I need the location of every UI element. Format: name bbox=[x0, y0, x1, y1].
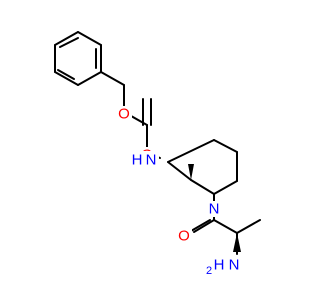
bond bbox=[236, 219, 261, 234]
nitrogen-label: N bbox=[146, 152, 157, 169]
label-background bbox=[212, 256, 250, 274]
nitrogen-label: N bbox=[229, 257, 240, 274]
bond bbox=[190, 219, 211, 232]
bond bbox=[213, 139, 238, 153]
label-background bbox=[116, 106, 132, 122]
subscript-label: 2 bbox=[206, 265, 212, 277]
structure-diagram: O O N H N O H N 2 bbox=[54, 31, 261, 277]
nitrogen-label: N bbox=[209, 201, 220, 218]
bonds bbox=[54, 31, 261, 255]
oxygen-label: O bbox=[178, 228, 190, 245]
bond bbox=[77, 31, 102, 46]
stereo-wedge bbox=[188, 164, 194, 180]
stereo-wedge bbox=[233, 233, 241, 252]
bond bbox=[213, 219, 238, 234]
oxygen-label: O bbox=[118, 106, 130, 123]
bond bbox=[77, 71, 102, 86]
bond bbox=[167, 161, 192, 181]
bond bbox=[59, 37, 79, 48]
bond bbox=[193, 219, 215, 233]
label-background bbox=[139, 151, 159, 169]
bond bbox=[54, 71, 79, 86]
bond bbox=[167, 139, 215, 163]
molecule-drawing: O O N H N O H N 2 bbox=[54, 31, 261, 277]
bond bbox=[54, 31, 79, 46]
bond bbox=[57, 69, 75, 80]
label-background bbox=[176, 228, 192, 244]
bond bbox=[100, 71, 125, 86]
bond bbox=[213, 180, 238, 195]
label-background bbox=[132, 151, 142, 169]
hydrogen-label: H bbox=[132, 152, 143, 169]
atom-labels: O O N H N O H N 2 bbox=[116, 106, 250, 277]
hydrogen-label: H bbox=[214, 257, 225, 274]
bond bbox=[190, 179, 215, 195]
label-background bbox=[206, 201, 222, 217]
